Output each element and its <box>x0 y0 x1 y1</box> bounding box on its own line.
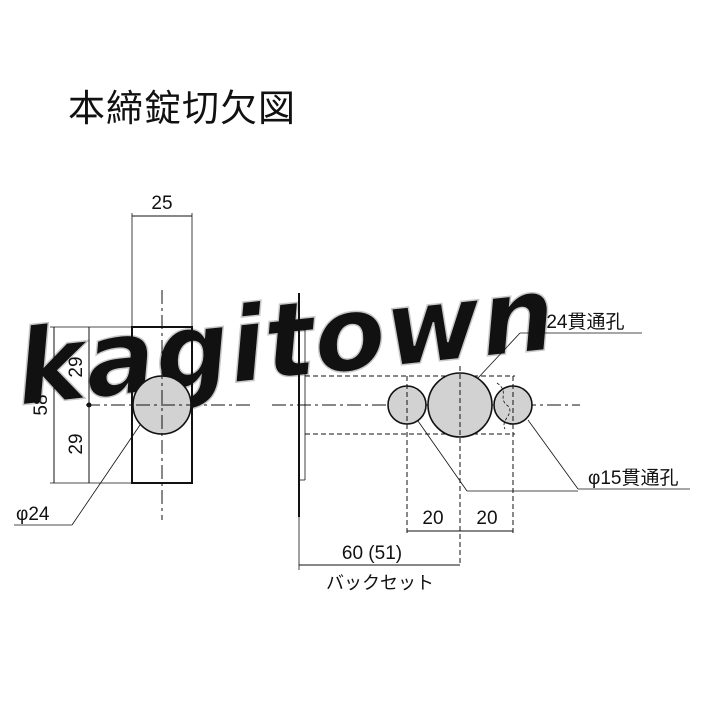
main-through-hole <box>427 372 493 438</box>
side-hole-leader <box>527 419 579 490</box>
spacing-right-label: 20 <box>476 508 497 529</box>
width-dimension-label: 25 <box>151 193 172 214</box>
break-line <box>496 382 511 430</box>
lower-half-label: 29 <box>66 433 87 454</box>
front-hole-diameter-label: φ24 <box>16 504 50 525</box>
backset-caption: バックセット <box>326 573 434 593</box>
main-hole-diameter-label: φ24貫通孔 <box>534 311 624 333</box>
side-hole-diameter-label: φ15貫通孔 <box>588 467 678 489</box>
upper-half-label: 29 <box>66 356 87 377</box>
height-dimension-label: 58 <box>31 394 52 415</box>
page-title: 本締錠切欠図 <box>68 87 296 130</box>
left-hole-leader <box>417 420 468 492</box>
spacing-left-label: 20 <box>422 508 443 529</box>
backset-value-label: 60 (51) <box>342 543 402 564</box>
main-hole-leader <box>477 332 521 379</box>
front-hole-leader <box>71 424 141 526</box>
